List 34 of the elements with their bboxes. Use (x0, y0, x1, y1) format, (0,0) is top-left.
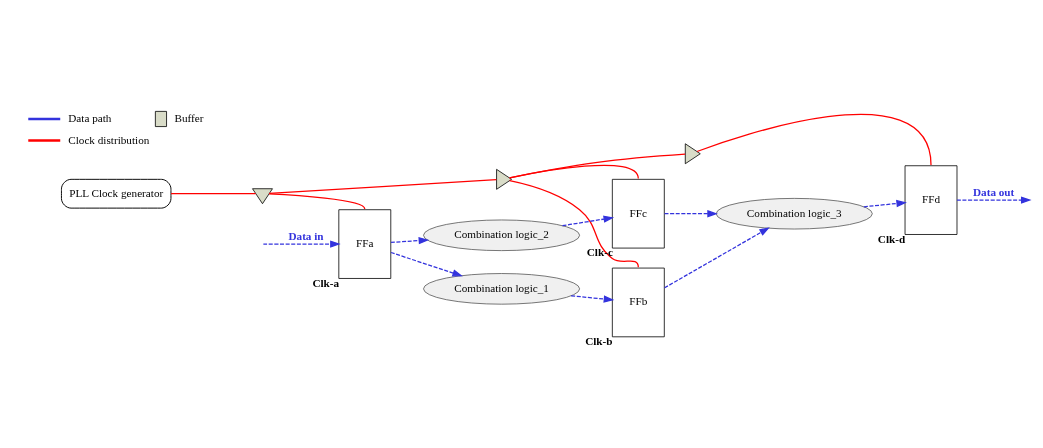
node-box: FFc (611, 178, 665, 248)
legend-label: Data path (68, 111, 112, 124)
arrow (390, 236, 430, 244)
edge-label: Data out (972, 185, 1015, 198)
connector (696, 113, 932, 166)
arrow (262, 239, 341, 248)
arrow (663, 209, 718, 217)
connector (508, 152, 686, 178)
node-label: Clk-a (312, 276, 340, 289)
node-box: FFb (611, 267, 665, 337)
node-triangle (684, 142, 701, 164)
connector (509, 179, 639, 268)
edge-label: Data in (288, 229, 324, 242)
arrow (570, 294, 615, 303)
node-label: Clk-d (877, 232, 906, 245)
node-ellipse: Combination logic_2 (423, 219, 581, 251)
arrow (663, 226, 770, 288)
arrow (390, 251, 463, 276)
node-box: PLL Clock generator (60, 178, 172, 209)
arrow (863, 199, 907, 207)
arrow (561, 214, 615, 226)
node-ellipse: Combination logic_3 (715, 197, 873, 229)
legend-label: Clock distribution (68, 133, 150, 146)
connector (170, 192, 257, 194)
node-ellipse: Combination logic_1 (423, 272, 581, 305)
connector (268, 192, 366, 210)
arrow (956, 195, 1032, 204)
node-label: Clk-b (585, 334, 613, 347)
node-box: FFa (338, 208, 392, 279)
legend-label: Buffer (174, 111, 204, 124)
node-triangle (252, 187, 273, 204)
connector (509, 164, 639, 179)
node-box: FFd (904, 164, 958, 235)
node-triangle (496, 168, 512, 190)
